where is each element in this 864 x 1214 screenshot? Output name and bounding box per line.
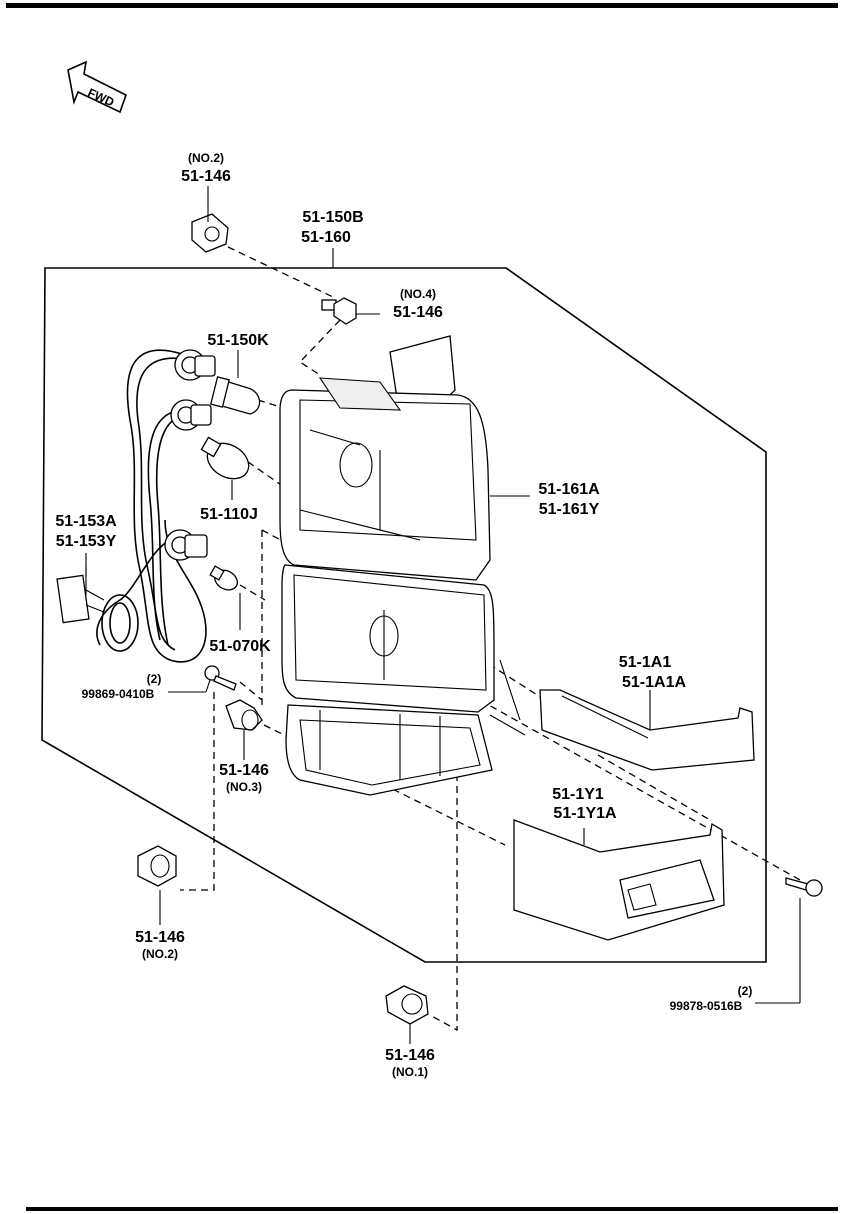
callout-part: 51-070K <box>209 638 271 655</box>
callout-part: 51-150K <box>207 332 269 349</box>
callout-clip-no4: (NO.4) 51-146 <box>393 287 443 321</box>
callout-part: 51-146 <box>135 929 185 946</box>
callout-part: 51-1A1 <box>619 654 672 671</box>
callout-qty: (NO.2) <box>142 947 178 961</box>
callout-part: 51-146 <box>385 1047 435 1064</box>
clip-no4-icon <box>321 297 357 325</box>
callout-clip-no2-top: (NO.2) 51-146 <box>181 151 231 185</box>
callout-qty: (2) <box>738 984 753 998</box>
callout-part-alt: 51-1A1A <box>622 674 686 691</box>
screw-right-icon <box>785 877 823 897</box>
clip-no2-bottom-icon <box>137 845 177 887</box>
callout-part-alt: 51-160 <box>301 229 351 246</box>
leader-lines <box>85 186 801 1044</box>
top-rule <box>6 3 838 8</box>
callout-part-alt: 51-153Y <box>56 533 117 550</box>
callout-screw-left: (2) 99869-0410B <box>82 672 162 701</box>
callout-qty: (NO.1) <box>392 1065 428 1079</box>
callout-part: 99869-0410B <box>82 687 155 701</box>
callout-part: 51-146 <box>393 304 443 321</box>
bulb-070k-icon <box>209 565 238 591</box>
callout-part-alt: 51-161Y <box>539 501 600 518</box>
callout-clip-no3: 51-146 (NO.3) <box>219 762 269 794</box>
wiring-harness <box>56 349 216 663</box>
bulb-150k-icon <box>210 376 261 415</box>
callout-qty: (NO.3) <box>226 780 262 794</box>
garnish-upper-part <box>539 689 755 771</box>
callout-part-alt: 51-1Y1A <box>553 805 617 822</box>
callout-part: 51-146 <box>181 168 231 185</box>
callout-harness: 51-153A 51-153Y <box>55 513 117 550</box>
lamp-housing <box>279 335 526 796</box>
callout-qty: (NO.4) <box>400 287 436 301</box>
callout-bulb-070k: 51-070K <box>209 638 271 655</box>
callout-part: 51-161A <box>538 481 600 498</box>
bottom-rule <box>26 1207 838 1211</box>
callout-bulb-110j: 51-110J <box>200 506 258 523</box>
callout-garnish-lower: 51-1Y1 51-1Y1A <box>552 786 617 822</box>
garnish-lower-part <box>513 819 725 941</box>
callout-part: 51-146 <box>219 762 269 779</box>
callout-clip-no1: 51-146 (NO.1) <box>385 1047 435 1079</box>
clip-no1-icon <box>385 985 429 1025</box>
bulb-110j-icon <box>200 436 250 480</box>
callout-bulb-150k: 51-150K <box>207 332 269 349</box>
callout-part: 51-110J <box>200 506 258 523</box>
callout-lens: 51-161A 51-161Y <box>538 481 600 518</box>
callout-part: 51-153A <box>55 513 117 530</box>
callout-garnish-upper: 51-1A1 51-1A1A <box>619 654 687 691</box>
callout-lamp-unit: 51-150B 51-160 <box>301 209 364 246</box>
callout-clip-no2-bottom: 51-146 (NO.2) <box>135 929 185 961</box>
fwd-label: FWD <box>86 85 117 109</box>
callout-part: 99878-0516B <box>670 999 743 1013</box>
clip-no2-top-icon <box>191 213 229 253</box>
callout-part: 51-1Y1 <box>552 786 604 803</box>
screw-left-icon <box>204 665 237 691</box>
callout-qty: (NO.2) <box>188 151 224 165</box>
callout-qty: (2) <box>147 672 162 686</box>
fwd-arrow-icon: FWD <box>67 60 127 114</box>
assembly-outline <box>41 267 767 963</box>
clip-no3-icon <box>225 699 263 731</box>
callout-screw-right: (2) 99878-0516B <box>670 984 753 1013</box>
callout-part: 51-150B <box>302 209 363 226</box>
